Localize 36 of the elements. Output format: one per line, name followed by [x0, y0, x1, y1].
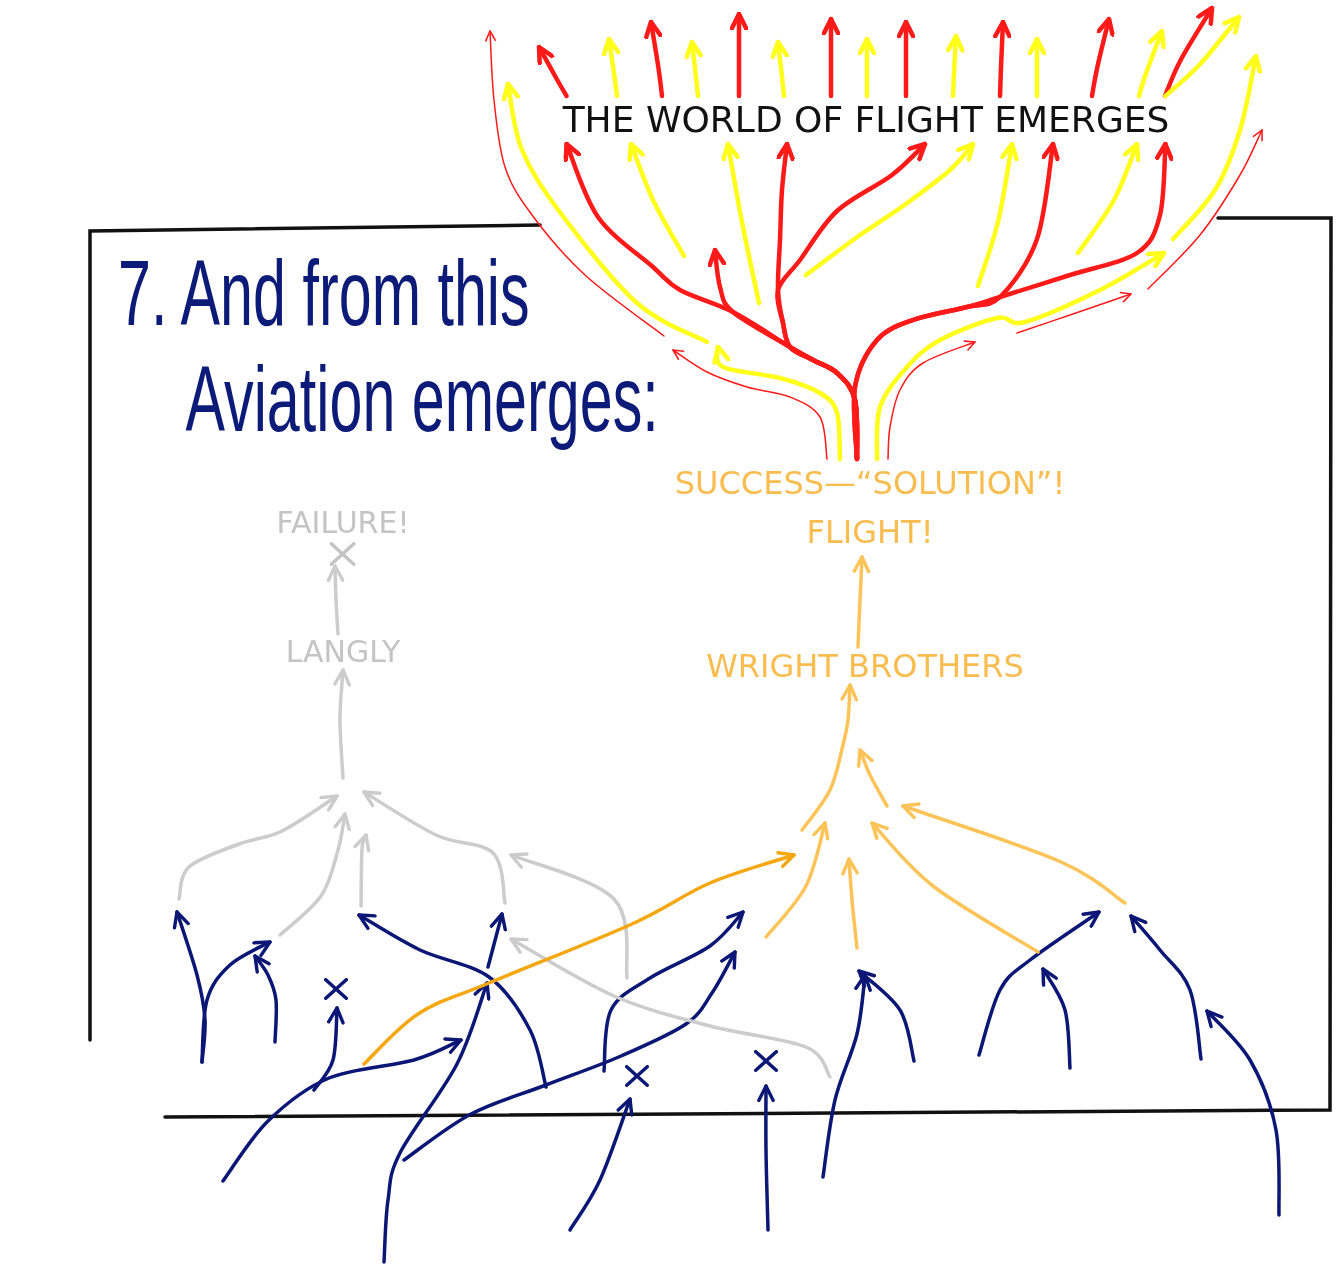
node-label: SUCCESS—“SOLUTION”! FLIGHT!	[665, 459, 1075, 557]
arrow	[684, 39, 704, 99]
arrow	[857, 36, 877, 99]
arrow	[1136, 28, 1166, 99]
node-label: WRIGHT BROTHERS	[706, 647, 1024, 685]
node-label: LANGLY	[285, 634, 401, 670]
arrow	[672, 349, 828, 460]
arrow	[851, 141, 1174, 462]
arrow	[536, 44, 569, 99]
arrow	[326, 564, 345, 636]
arrow	[729, 11, 749, 99]
arrow	[887, 340, 976, 460]
arrow	[803, 141, 976, 278]
arrow	[1163, 14, 1242, 99]
arrow	[992, 19, 1012, 99]
arrow	[945, 33, 965, 99]
arrow	[643, 19, 665, 99]
arrow	[721, 141, 762, 306]
arrow	[821, 16, 841, 99]
arrow	[333, 668, 351, 780]
arrow	[1162, 5, 1215, 99]
arrow	[1027, 36, 1047, 99]
arrow	[709, 344, 843, 462]
arrow	[896, 19, 916, 99]
title: 7. And from this Aviation emerges:	[118, 241, 660, 452]
arrow	[627, 141, 687, 259]
arrow	[852, 555, 871, 649]
arrow	[800, 683, 859, 832]
node-label: THE WORLD OF FLIGHT EMERGES	[562, 96, 1170, 144]
arrow	[1075, 141, 1141, 256]
arrow	[770, 39, 790, 99]
arrow	[975, 141, 1019, 289]
arrow	[601, 36, 621, 99]
arrow	[874, 250, 1167, 462]
arrow	[1089, 16, 1115, 99]
node-label: FAILURE!	[276, 506, 410, 540]
